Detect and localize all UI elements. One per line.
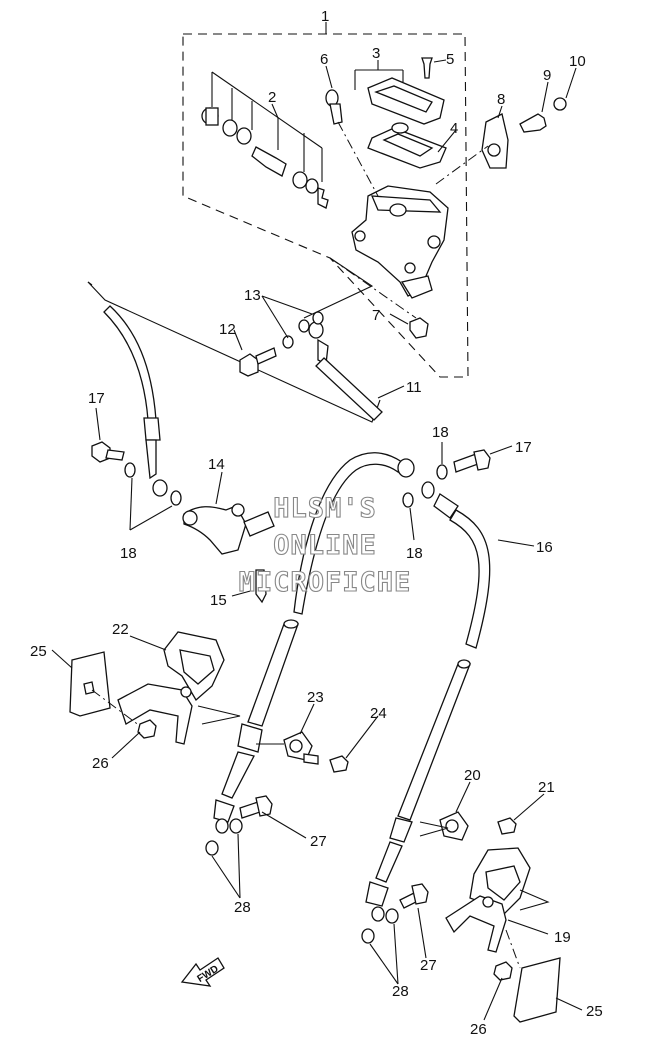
fitting-6: [325, 89, 379, 197]
callout-21: 21: [538, 779, 555, 796]
washer-28f: [385, 908, 399, 924]
washer-28e: [361, 928, 375, 944]
callout-18-right: 18: [406, 545, 423, 562]
hose-11: [308, 321, 383, 421]
washer-13c: [312, 311, 324, 325]
callout-26-left: 26: [92, 755, 109, 772]
clamp-23: [283, 731, 319, 765]
screw-5: [421, 57, 433, 79]
nut-26-left: [137, 719, 157, 739]
washer-18d: [402, 492, 414, 508]
master-cylinder-body: [351, 185, 449, 299]
watermark-line-1: HLSM'S: [273, 493, 377, 524]
washer-13a: [282, 335, 294, 349]
bolt-9: [519, 113, 547, 133]
master-cylinder-assembly-outline: [182, 33, 469, 378]
reference-line-lower: [87, 281, 93, 286]
callout-18-left: 18: [120, 545, 137, 562]
hose-left-lower: [213, 619, 299, 823]
fwd-arrow-icon: [180, 957, 225, 987]
callout-7: 7: [372, 307, 380, 324]
callout-28-right: 28: [392, 983, 409, 1000]
callout-11: 11: [406, 379, 422, 396]
holder-8-hole: [487, 143, 501, 157]
callout-24: 24: [370, 705, 387, 722]
callout-9: 9: [543, 67, 551, 84]
callout-3: 3: [372, 45, 380, 62]
reference-line-13: [303, 257, 374, 319]
diaphragm: [367, 122, 447, 169]
callout-10: 10: [569, 53, 586, 70]
washer-18a: [124, 462, 136, 478]
hose-right-lower: [365, 659, 471, 907]
leader-lines: [51, 22, 583, 1021]
callout-23: 23: [307, 689, 324, 706]
callout-19: 19: [554, 929, 571, 946]
watermark-line-3: MICROFICHE: [239, 567, 412, 598]
callout-2: 2: [268, 89, 276, 106]
callout-22: 22: [112, 621, 129, 638]
callout-25-left: 25: [30, 643, 47, 660]
bolt-27-right: [399, 883, 429, 909]
watermark: HLSM'S ONLINE MICROFICHE: [238, 492, 412, 598]
washer-18c: [436, 464, 448, 480]
bolt-27-left: [239, 795, 273, 819]
bolt-21: [497, 817, 517, 835]
callout-8: 8: [497, 91, 505, 108]
washer-10: [553, 97, 567, 111]
callout-13: 13: [244, 287, 261, 304]
holder-8: [481, 113, 509, 169]
guide-22: [163, 631, 225, 702]
callout-17-left: 17: [88, 390, 105, 407]
washer-28d: [371, 906, 385, 922]
bolt-17-right: [453, 449, 491, 473]
washer-18b: [170, 490, 182, 506]
callout-27-left: 27: [310, 833, 327, 850]
washer-28b: [205, 840, 219, 856]
piston-kit: [201, 71, 329, 209]
nut-7: [409, 317, 429, 339]
callout-25-right: 25: [586, 1003, 603, 1020]
bracket-left: [117, 683, 193, 745]
washer-13b: [298, 319, 310, 333]
callout-15: 15: [210, 592, 227, 609]
bracket-right: [445, 895, 507, 953]
callout-1: 1: [321, 8, 329, 25]
washer-28a: [215, 818, 229, 834]
callout-4: 4: [450, 120, 458, 137]
callout-17-right: 17: [515, 439, 532, 456]
callout-6: 6: [320, 51, 328, 68]
callout-26-right: 26: [470, 1021, 487, 1038]
reservoir-cap: [354, 69, 445, 125]
callout-16: 16: [536, 539, 553, 556]
callout-12: 12: [219, 321, 236, 338]
clamp-20: [439, 811, 469, 841]
nut-26-right: [493, 961, 513, 981]
callout-labels: 1 2 3 4 5 6 7 8 9 10 11 12 13 14 15 16 1…: [30, 8, 603, 1038]
callout-20: 20: [464, 767, 481, 784]
washer-28c: [229, 818, 243, 834]
hose-16: [293, 452, 491, 649]
watermark-line-2: ONLINE: [273, 530, 377, 561]
callout-18-top: 18: [432, 424, 449, 441]
callout-28-left: 28: [234, 899, 251, 916]
hose-left-upper: [103, 305, 168, 497]
bolt-15: [255, 569, 267, 604]
protector-25-right: [513, 957, 561, 1023]
bolt-12: [239, 347, 277, 377]
union-14: [182, 503, 275, 555]
callout-27-right: 27: [420, 957, 437, 974]
callout-14: 14: [208, 456, 225, 473]
axis-7: [329, 257, 417, 319]
bolt-24: [329, 755, 349, 773]
protector-25-left: [69, 651, 111, 717]
callout-5: 5: [446, 51, 454, 68]
bolt-17-left: [91, 441, 125, 463]
